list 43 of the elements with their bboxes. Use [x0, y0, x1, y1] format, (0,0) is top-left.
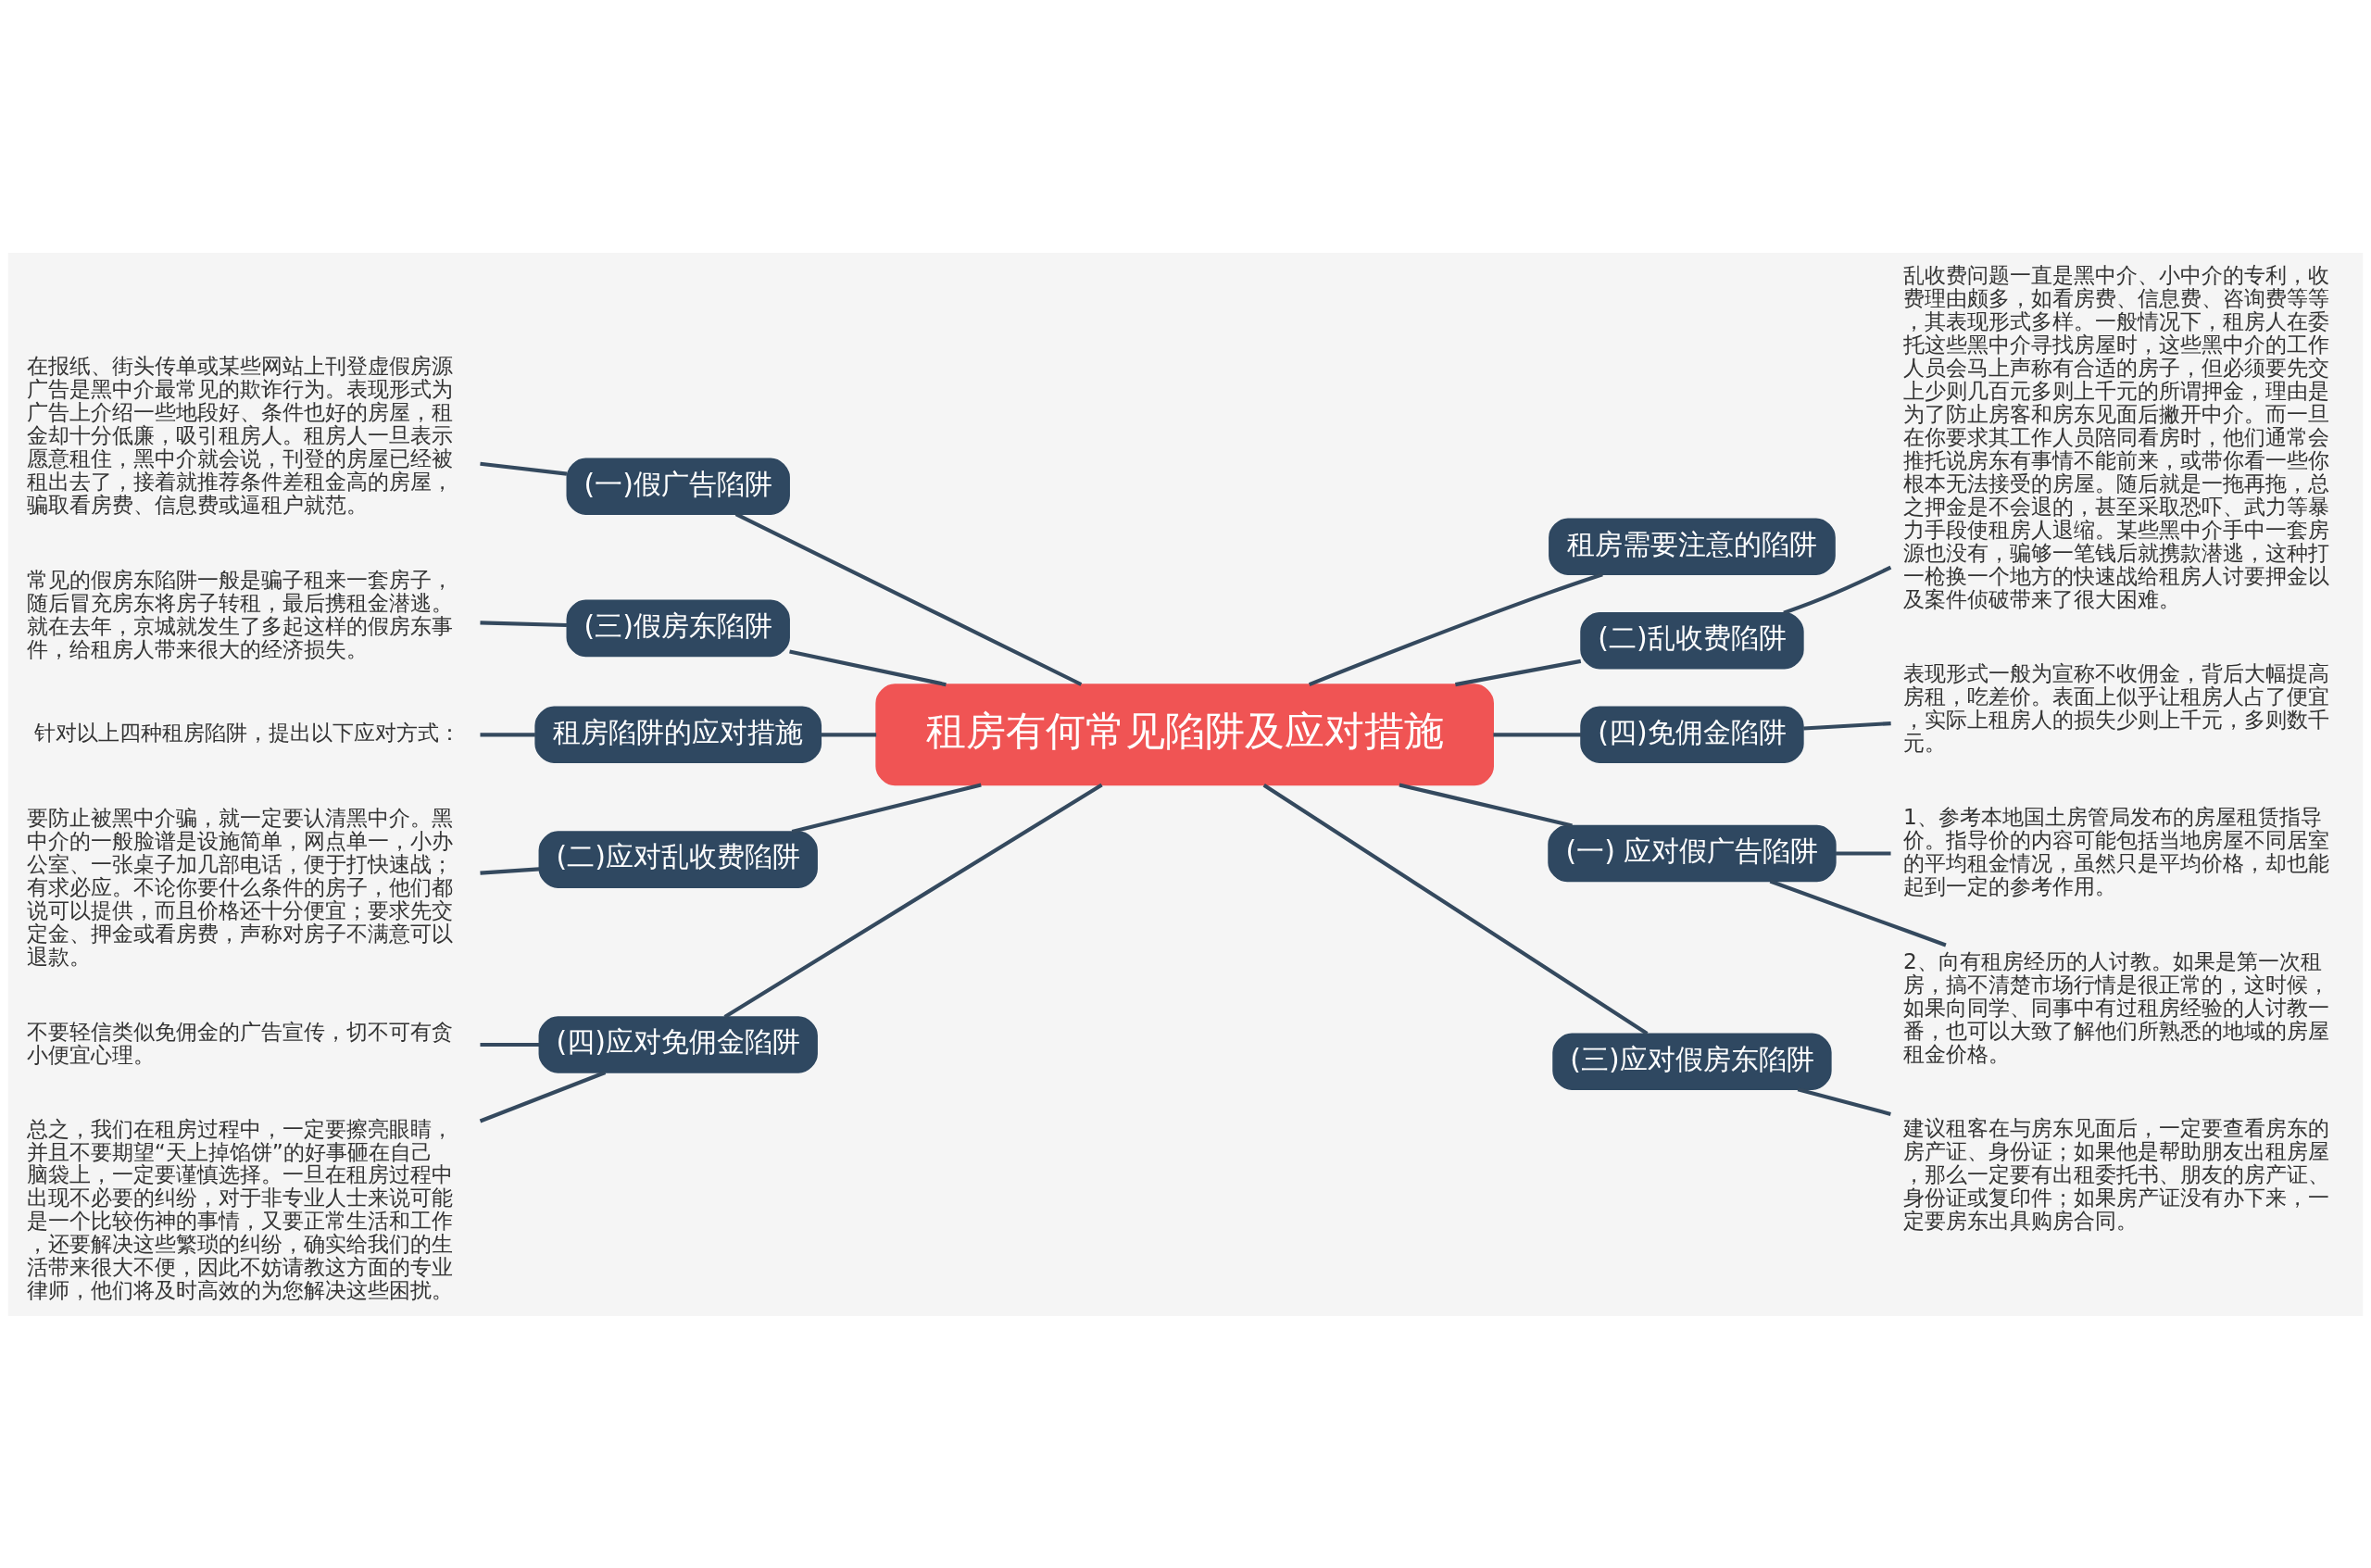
connector: [480, 1042, 540, 1047]
connector: [734, 511, 1083, 686]
connector: [1803, 721, 1891, 731]
node-text: 2、向有租房经历的人讨教。如果是第一次租房，搞不清楚市场行情是很正常的，这时候，如果向同学、同事中有过租房经验的人讨教一番，也可以大致了解他们所熟悉的地域的房屋租金价格。: [1903, 947, 2330, 1066]
node-box: 租房陷阱的应对措施: [534, 706, 822, 763]
node-text: 在报纸、街头传单或某些网站上刊登虚假房源广告是黑中介最常见的欺诈行为。表现形式为广告上介绍一些地段好、条件也好的房屋，租金却十分低廉，吸引租房人。租房人一旦表示愿意租住，黑中介就会说，刊登的房屋已经被租出去了，接着就推荐条件差租金高的房屋，骗取看房费、信息费或逼租户就范。: [26, 352, 453, 517]
node-box: (一)假广告陷阱: [566, 457, 790, 515]
connector: [1455, 659, 1582, 686]
connector: [480, 866, 540, 875]
node-box: (四)免佣金陷阱: [1580, 706, 1804, 763]
node-box: (二)乱收费陷阱: [1580, 611, 1804, 670]
node-box: 租房有何常见陷阱及应对措施: [875, 683, 1494, 785]
node-text: 建议租客在与房东见面后，一定要查看房东的房产证、身份证；如果他是帮助朋友出租房屋，那么一定要有出租委托书、朋友的房产证、身份证或复印件；如果房产证没有办下来，一定要房东出具购房合同。: [1903, 1114, 2330, 1233]
node-box: (二)应对乱收费陷阱: [538, 830, 818, 888]
connector: [480, 620, 567, 627]
connector: [479, 1070, 607, 1123]
connector: [1836, 850, 1891, 856]
connector: [723, 783, 1103, 1019]
connector: [1797, 1086, 1891, 1116]
connector: [791, 782, 982, 834]
connector: [1783, 565, 1892, 615]
connector: [1493, 732, 1582, 736]
node-text: 针对以上四种租房陷阱，提出以下应对方式：: [33, 719, 460, 745]
node-box: (三)假房东陷阱: [566, 599, 790, 657]
node-text: 要防止被黑中介骗，就一定要认清黑中介。黑中介的一般脸谱是设施简单，网点单一，小办公室、一张桌子加几部电话，便于打快速战；有求必应。不论你要什么条件的房子，他们都说可以提供，而且价格还十分便宜；要求先交定金、押金或看房费，声称对房子不满意可以退款。: [26, 804, 453, 969]
node-text: 乱收费问题一直是黑中介、小中介的专利，收费理由颇多，如看房费、信息费、咨询费等等，其表现形式多样。一般情况下，租房人在委托这些黑中介寻找房屋时，这些黑中介的工作人员会马上声称有合适的房子，但必须要先交上少则几百元多则上千元的所谓押金，理由是为了防止房客和房东见面后撇开中介。而一旦在你要求其工作人员陪同看房时，他们通常会推托说房东有事情不能前来，或带你看一些你根本无法接受的房屋。随后就是一拖再拖，总之押金是不会退的，甚至采取恐吓、武力等暴力手段使租房人退缩。某些黑中介手中一套房源也没有，骗够一笔钱后就携款潜逃，这种打一枪换一个地方的快速战给租房人讨要押金以及案件侦破带来了很大困难。: [1903, 261, 2330, 611]
node-text: 常见的假房东陷阱一般是骗子租来一套房子，随后冒充房东将房子转租，最后携租金潜逃。就在去年，京城就发生了多起这样的假房东事件，给租房人带来很大的经济损失。: [26, 566, 453, 661]
node-box: (四)应对免佣金陷阱: [538, 1015, 818, 1073]
node-text: 总之，我们在租房过程中，一定要擦亮眼睛，并且不要期望“天上掉馅饼”的好事砸在自己脑袋上，一定要谨慎选择。一旦在租房过程中出现不必要的纠纷，对于非专业人士来说可能是一个比较伤神的事情，又要正常生活和工作，还要解决这些繁琐的纠纷，确实给我们的生活带来很大不便，因此不妨请教这方面的专业律师，他们将及时高效的为您解决这些困扰。: [26, 1115, 453, 1302]
connector: [821, 732, 877, 736]
node-text: 不要轻信类似免佣金的广告宣传，切不可有贪小便宜心理。: [26, 1018, 453, 1067]
node-box: 租房需要注意的陷阱: [1549, 517, 1836, 575]
node-text: 表现形式一般为宣称不收佣金，背后大幅提高房租，吃差价。表面上似乎让租房人占了便宜，实际上租房人的损失少则上千元，多则数千元。: [1903, 659, 2330, 755]
connector: [480, 461, 568, 476]
connector: [1769, 879, 1947, 947]
node-box: (一) 应对假广告陷阱: [1548, 824, 1837, 882]
node-box: (三)应对假房东陷阱: [1552, 1033, 1832, 1090]
connector: [1308, 571, 1603, 686]
connector: [1399, 782, 1573, 827]
connector: [480, 732, 535, 736]
connector: [789, 648, 947, 686]
connector: [1262, 783, 1649, 1035]
node-text: 1、参考本地国土房管局发布的房屋租赁指导价。指导价的内容可能包括当地房屋不同居室的平均租金情况，虽然只是平均价格，却也能起到一定的参考作用。: [1903, 803, 2330, 898]
